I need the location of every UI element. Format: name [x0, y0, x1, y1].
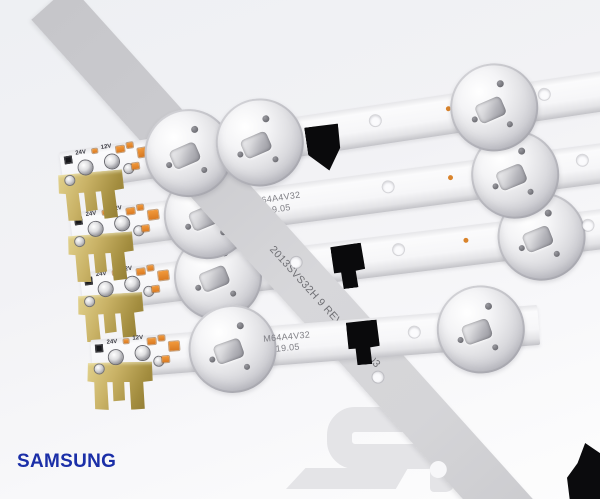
solder-lug [104, 153, 120, 170]
lens-dot [184, 223, 192, 231]
smd-chip-orange [151, 285, 160, 293]
smd-chip-orange [147, 265, 154, 271]
led-chip-core [460, 317, 494, 346]
lens-dot [209, 356, 216, 363]
lens-dot [553, 250, 561, 258]
smd-chip-orange [115, 145, 125, 153]
smd-chip-orange [123, 339, 129, 344]
connector-block: 24V 12V [90, 333, 185, 380]
black-marker-square [94, 344, 104, 353]
connector-block: 24V 12V [59, 139, 156, 192]
lens-dot [457, 336, 464, 344]
lens-dot [190, 125, 199, 134]
smd-chip-orange [157, 270, 169, 281]
smd-chip-orange [161, 355, 170, 363]
smd-chip-orange [91, 148, 98, 154]
led-chip-core [473, 95, 508, 125]
solder-lug [114, 215, 131, 232]
led-chip-core [168, 140, 202, 171]
smd-chip-orange [147, 209, 159, 220]
smd-chip-orange [126, 207, 136, 215]
lens-dot [471, 116, 479, 123]
screw-hole [370, 369, 386, 385]
smd-chip-orange [131, 162, 140, 170]
smd-chip-orange [168, 341, 180, 351]
orange-dot [447, 174, 454, 181]
voltage-label-12v: 12V [100, 143, 112, 151]
lens-dot [165, 161, 173, 169]
solder-lug [135, 345, 151, 361]
smd-chip-orange [136, 204, 144, 211]
screw-hole [392, 243, 405, 256]
lens-dot [527, 188, 534, 196]
led-chip-core [197, 264, 231, 294]
lens-dot [236, 321, 245, 330]
voltage-label-24v: 24V [85, 210, 97, 219]
voltage-label-12v: 12V [132, 334, 144, 342]
lens-dot [200, 166, 208, 174]
led-chip-core [521, 224, 555, 254]
screw-hole [369, 114, 382, 127]
lens-dot [484, 302, 493, 310]
black-marker-square [63, 155, 73, 165]
connector-block: 24V 12V [69, 201, 165, 253]
lens-dot [518, 244, 526, 252]
connector-block: 24V 12V [80, 262, 176, 313]
lens-dot [496, 79, 505, 88]
screw-hole [576, 154, 589, 167]
samsung-logo: SAMSUNG [17, 450, 117, 473]
smd-chip-orange [147, 337, 156, 345]
lens-dot [544, 209, 553, 217]
lens-dot [517, 147, 526, 156]
led-chip-core [212, 337, 246, 366]
screw-hole [581, 219, 595, 232]
screw-hole [408, 326, 421, 339]
lens-dot [243, 363, 251, 371]
lens-dot [272, 155, 279, 163]
corner-connector-black [567, 443, 600, 499]
watermark-digit-bar [286, 468, 408, 489]
smd-chip-orange [126, 142, 134, 149]
led-chip-core [494, 162, 529, 192]
smd-chip-orange [136, 268, 146, 276]
lens-dot [492, 182, 499, 190]
smd-chip-orange [158, 335, 165, 341]
rubber-holder-tab [304, 123, 344, 174]
lens-dot [492, 344, 499, 351]
voltage-label-24v: 24V [75, 149, 87, 157]
led-chip-core [239, 130, 273, 160]
screw-hole [538, 88, 551, 101]
lens-dot [194, 284, 202, 292]
lens-dot [506, 120, 514, 128]
screw-hole [382, 180, 395, 194]
led-lens [433, 282, 529, 377]
smd-chip-orange [141, 224, 150, 232]
lens-dot [229, 290, 237, 297]
rev-text: 19.05 [275, 341, 301, 354]
voltage-label-24v: 24V [106, 338, 118, 346]
orange-dot [463, 237, 469, 244]
lens-dot [261, 114, 270, 123]
lens-dot [236, 151, 244, 158]
